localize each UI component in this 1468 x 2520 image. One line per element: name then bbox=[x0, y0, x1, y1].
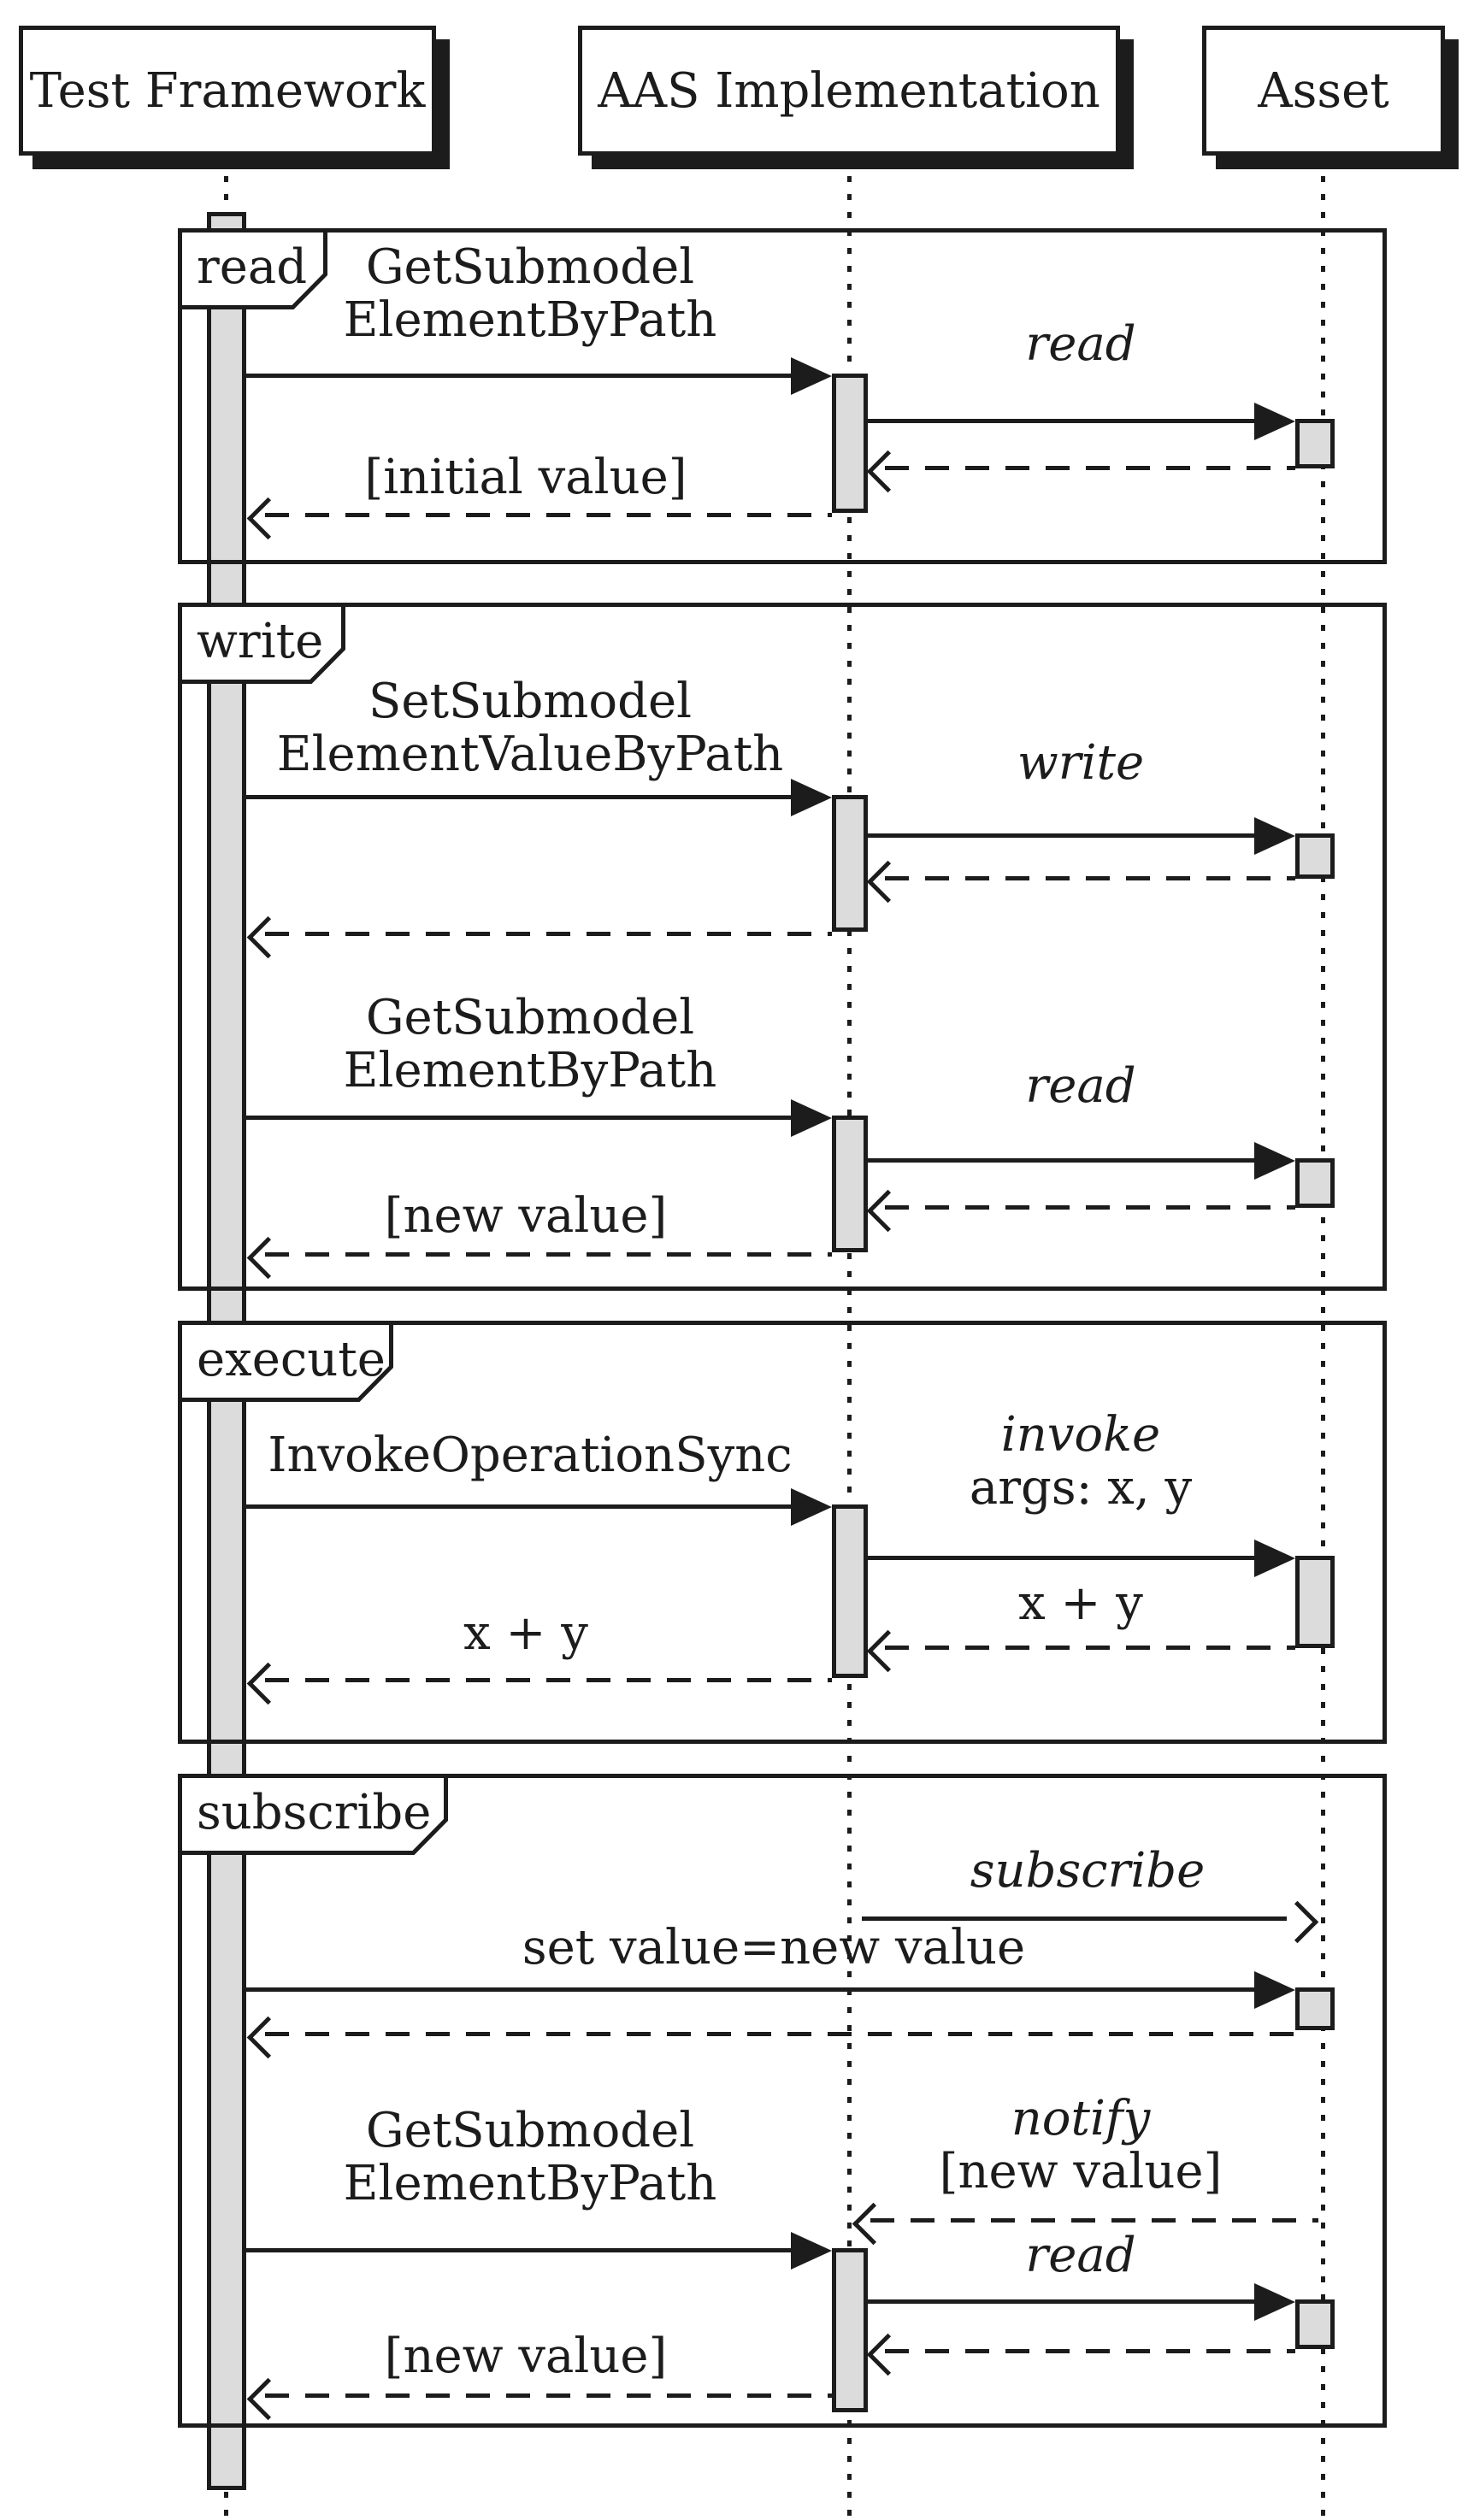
arrow-execute-device-return-line bbox=[885, 1646, 1295, 1650]
msg-execute-call: InvokeOperationSync bbox=[268, 1428, 793, 1483]
msg-execute-args: args: x, y bbox=[969, 1460, 1193, 1516]
msg-write-device: write bbox=[1017, 735, 1145, 791]
fragment-read-pentagon bbox=[178, 228, 327, 309]
arrow-write-device-head bbox=[1254, 817, 1295, 855]
activation-asset-write bbox=[1295, 833, 1335, 879]
arrow-write-device-line bbox=[868, 833, 1259, 838]
arrow-write-set-line bbox=[246, 795, 795, 799]
arrow-read-call-head bbox=[791, 357, 832, 395]
fragment-execute bbox=[178, 1321, 1387, 1744]
activation-asset-read bbox=[1295, 419, 1335, 468]
activation-aas-write-get bbox=[832, 1116, 868, 1252]
arrow-execute-call-line bbox=[246, 1504, 795, 1509]
actor-asset-label: Asset bbox=[1258, 62, 1389, 119]
activation-aas-read bbox=[832, 374, 868, 513]
activation-asset-subscribe-read bbox=[1295, 2299, 1335, 2349]
fragment-write bbox=[178, 603, 1387, 1291]
msg-subscribe-read: read bbox=[1025, 2228, 1136, 2283]
activation-asset-invoke bbox=[1295, 1556, 1335, 1648]
arrow-setvalue-return-line bbox=[265, 2032, 1295, 2036]
activation-asset-setvalue bbox=[1295, 1987, 1335, 2030]
arrow-write-get-head bbox=[791, 1099, 832, 1137]
arrow-read-device-line bbox=[868, 419, 1259, 423]
msg-subscribe-get-line2: ElementByPath bbox=[343, 2156, 717, 2211]
arrow-read-return-line bbox=[265, 513, 832, 517]
fragment-write-label: write bbox=[197, 613, 324, 669]
fragment-read bbox=[178, 228, 1387, 564]
msg-subscribe: subscribe bbox=[970, 1843, 1206, 1899]
arrow-write-get-line bbox=[246, 1116, 795, 1120]
msg-subscribe-return: [new value] bbox=[384, 2329, 668, 2384]
arrow-subscribe-read-line bbox=[868, 2299, 1259, 2304]
actor-aas-implementation-label: AAS Implementation bbox=[598, 62, 1100, 119]
activation-aas-execute bbox=[832, 1504, 868, 1678]
arrow-write-final-return-line bbox=[265, 1252, 832, 1257]
actor-asset: Asset bbox=[1202, 26, 1445, 156]
fragment-read-label: read bbox=[197, 238, 308, 295]
lifeline-asset bbox=[1321, 158, 1325, 2520]
arrow-write-set-head bbox=[791, 779, 832, 816]
arrow-read-device-return-line bbox=[885, 466, 1295, 470]
arrow-execute-invoke-head bbox=[1254, 1540, 1295, 1577]
arrow-subscribe-read-return-line bbox=[885, 2349, 1295, 2353]
arrow-read-call-line bbox=[246, 374, 795, 378]
msg-execute-invoke: invoke bbox=[1000, 1407, 1161, 1463]
msg-read-return: [initial value] bbox=[364, 450, 687, 505]
arrow-execute-invoke-line bbox=[868, 1556, 1259, 1560]
msg-read-call-line2: ElementByPath bbox=[343, 292, 717, 348]
arrow-write-return-line bbox=[265, 932, 832, 936]
arrow-subscribe-final-return-line bbox=[265, 2393, 832, 2398]
fragment-write-pentagon bbox=[178, 603, 345, 684]
msg-read-call-line1: GetSubmodel bbox=[365, 239, 695, 295]
msg-write-get-line1: GetSubmodel bbox=[365, 990, 695, 1045]
msg-notify: notify bbox=[1011, 2091, 1151, 2146]
arrow-setvalue-head bbox=[1254, 1971, 1295, 2009]
fragment-subscribe bbox=[178, 1774, 1387, 2428]
msg-write-set-line1: SetSubmodel bbox=[368, 674, 692, 729]
activation-aas-subscribe-get bbox=[832, 2248, 868, 2412]
arrow-execute-return-line bbox=[265, 1678, 832, 1682]
actor-test-framework: Test Framework bbox=[19, 26, 436, 156]
msg-read-device: read bbox=[1025, 316, 1136, 372]
msg-write-get-line2: ElementByPath bbox=[343, 1043, 717, 1098]
arrow-subscribe-read-head bbox=[1254, 2283, 1295, 2321]
arrow-write-read-head bbox=[1254, 1142, 1295, 1180]
msg-write-set-line2: ElementValueByPath bbox=[276, 727, 784, 782]
arrow-subscribe-get-head bbox=[791, 2232, 832, 2270]
msg-execute-return: x + y bbox=[463, 1605, 588, 1661]
arrow-read-device-head bbox=[1254, 403, 1295, 440]
actor-test-framework-label: Test Framework bbox=[29, 62, 426, 119]
arrow-write-read-line bbox=[868, 1158, 1259, 1163]
arrow-subscribe-get-line bbox=[246, 2248, 795, 2252]
activation-aas-write-set bbox=[832, 795, 868, 932]
msg-write-read: read bbox=[1025, 1058, 1136, 1114]
msg-subscribe-get-line1: GetSubmodel bbox=[365, 2103, 695, 2158]
arrow-write-device-return-line bbox=[885, 876, 1295, 880]
fragment-subscribe-pentagon bbox=[178, 1774, 448, 1855]
actor-aas-implementation: AAS Implementation bbox=[578, 26, 1120, 156]
activation-asset-write-read bbox=[1295, 1158, 1335, 1208]
msg-execute-device-return: x + y bbox=[1018, 1575, 1143, 1631]
msg-subscribe-setvalue: set value=new value bbox=[522, 1920, 1026, 1975]
arrow-notify-line bbox=[870, 2218, 1318, 2223]
arrow-setvalue-line bbox=[246, 1987, 1259, 1992]
arrow-subscribe-line bbox=[862, 1916, 1287, 1921]
fragment-subscribe-label: subscribe bbox=[197, 1784, 432, 1840]
msg-write-return: [new value] bbox=[384, 1188, 668, 1244]
fragment-execute-pentagon bbox=[178, 1321, 393, 1402]
arrow-write-read-return-line bbox=[885, 1205, 1295, 1210]
lifeline-aas-implementation bbox=[847, 158, 852, 2520]
msg-notify-value: [new value] bbox=[939, 2144, 1223, 2199]
arrow-execute-call-head bbox=[791, 1488, 832, 1526]
fragment-execute-label: execute bbox=[197, 1331, 386, 1387]
